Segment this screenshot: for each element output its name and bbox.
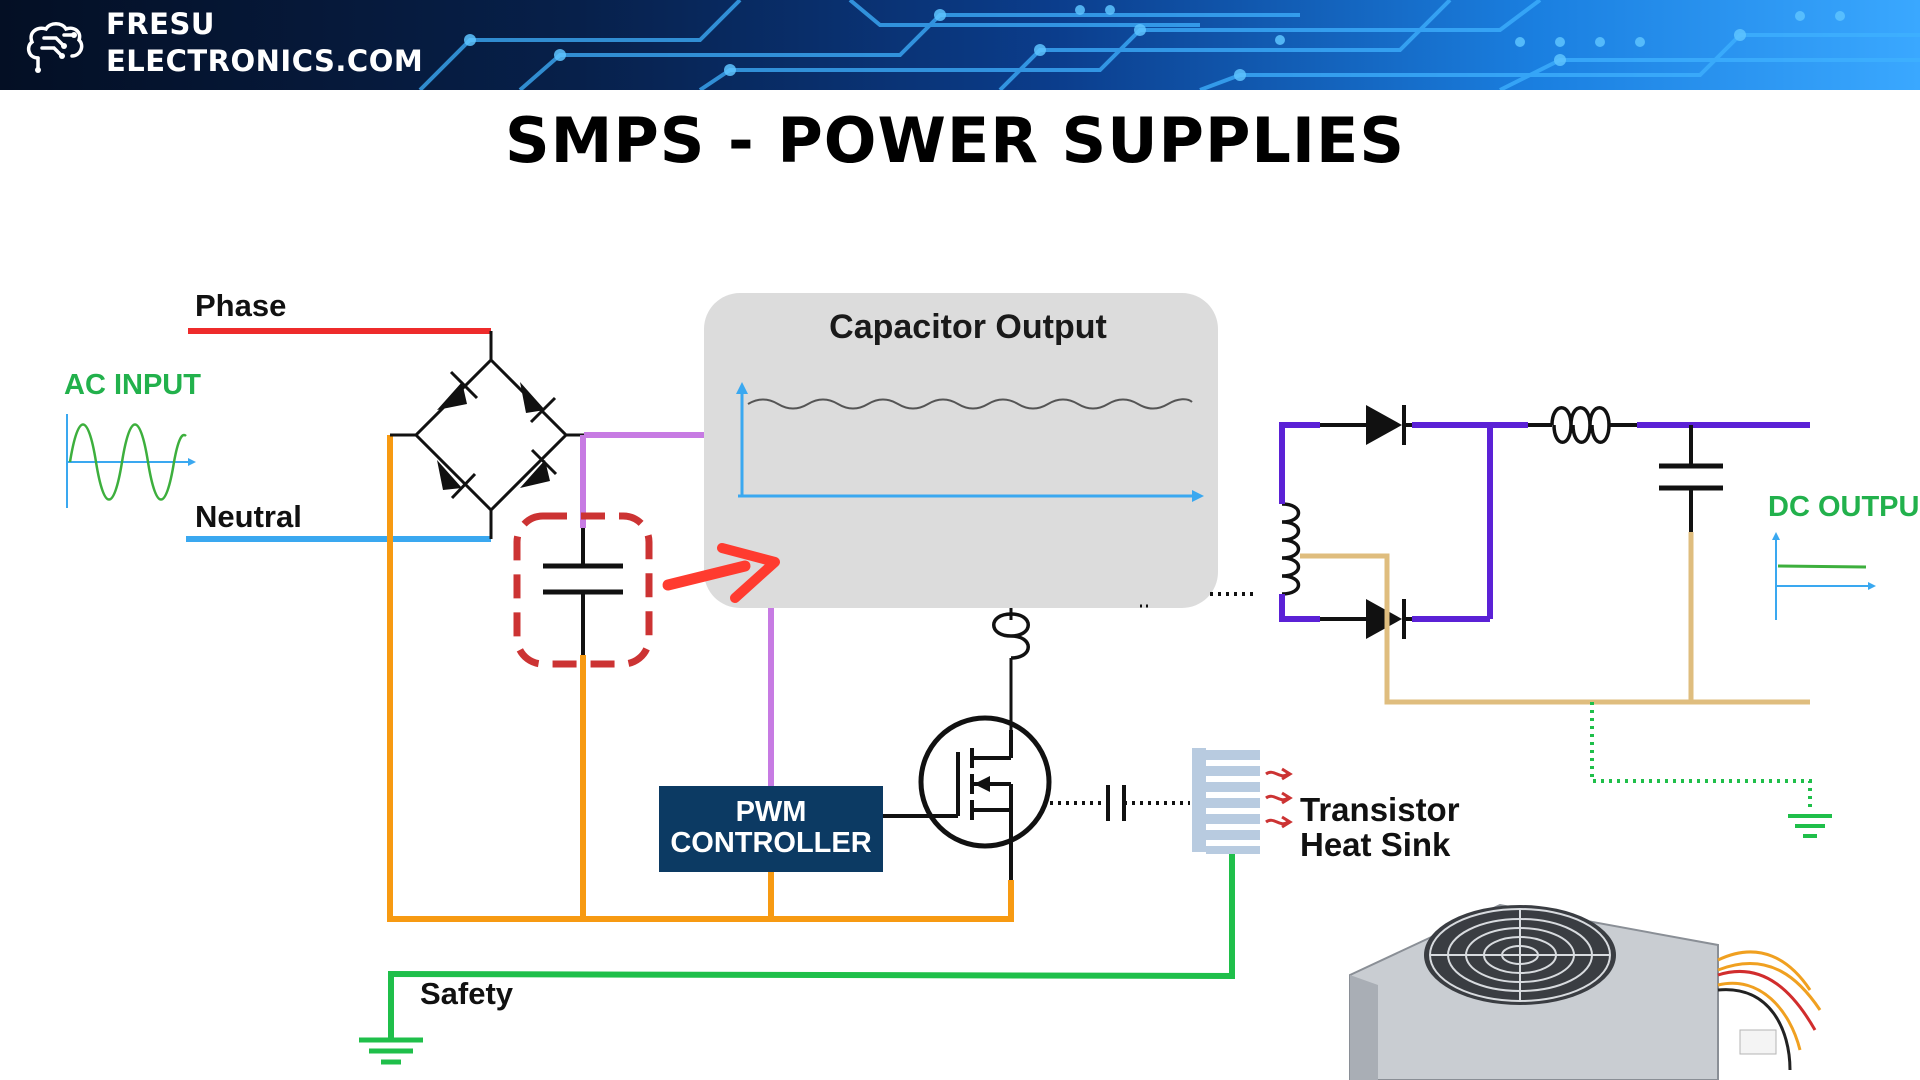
ripple-waveform <box>747 398 1193 410</box>
page-title: SMPS - POWER SUPPLIES <box>504 104 1406 177</box>
dc-output-label: DC OUTPU <box>1768 491 1919 523</box>
heat-arrows-icon <box>1265 767 1293 829</box>
psu-cable-black <box>1717 988 1792 1071</box>
psu-cable-bundle <box>1717 950 1822 1051</box>
phase-label: Phase <box>195 288 286 323</box>
neutral-label: Neutral <box>195 499 302 534</box>
brand-line-1: FRESU <box>106 7 215 41</box>
ac-input-graph <box>66 414 196 508</box>
cap-graph-y-arrow <box>736 382 748 394</box>
circuit-traces-decoration <box>418 0 1920 90</box>
psu-side-panel <box>1350 975 1378 1080</box>
pwm-label-line1: PWM <box>736 796 807 828</box>
primary-winding <box>992 612 1030 660</box>
output-inductor <box>1528 406 1637 444</box>
bridge-rectifier <box>413 357 569 513</box>
output-return-wire <box>1300 532 1810 705</box>
pwm-label-line2: CONTROLLER <box>670 827 871 859</box>
capacitor-output-graph <box>736 382 1204 502</box>
psu-cable-red <box>1717 969 1817 1031</box>
heat-sink-coupling <box>1050 785 1190 821</box>
output-diode-bottom <box>1320 599 1412 639</box>
output-diode-top <box>1320 405 1412 445</box>
dc-graph-x-arrow <box>1868 582 1876 590</box>
heat-sink-label-line2: Heat Sink <box>1300 826 1451 863</box>
brand-line-2: ELECTRONICS.COM <box>106 44 424 78</box>
mosfet-transistor <box>883 715 1052 880</box>
pwm-controller-box <box>659 786 883 872</box>
highlight-arrow <box>662 543 780 603</box>
secondary-winding <box>1281 502 1301 596</box>
output-capacitor <box>1659 425 1723 532</box>
output-ground <box>1590 702 1832 838</box>
cap-graph-x-arrow <box>1192 490 1204 502</box>
ac-graph-x-arrow <box>188 458 196 466</box>
capacitor-highlight-box <box>513 512 653 668</box>
psu-connector <box>1739 1029 1777 1055</box>
bulk-capacitor <box>543 528 623 655</box>
capacitor-output-label: Capacitor Output <box>829 308 1107 346</box>
secondary-wire <box>1279 422 1810 622</box>
psu-illustration <box>1349 903 1822 1080</box>
brain-circuit-icon <box>26 22 84 73</box>
brand-name: FRESU ELECTRONICS.COM <box>106 6 423 80</box>
sine-waveform <box>68 423 187 501</box>
capacitor-output-panel <box>704 293 1218 608</box>
safety-ground-icon <box>359 1037 423 1065</box>
safety-ground-wire <box>387 854 1236 1040</box>
fan-grill-icon <box>1429 908 1611 1002</box>
header-banner: FRESU ELECTRONICS.COM <box>0 0 1920 90</box>
heat-sink-label-line1: Transistor <box>1300 791 1460 828</box>
dc-graph-y-arrow <box>1772 532 1780 540</box>
dc-return-wire <box>387 435 1014 922</box>
dc-flat-waveform <box>1777 564 1867 569</box>
safety-label: Safety <box>420 976 514 1011</box>
heat-sink <box>1192 748 1260 854</box>
ac-input-label: AC INPUT <box>64 369 201 401</box>
dc-output-graph <box>1772 532 1876 620</box>
